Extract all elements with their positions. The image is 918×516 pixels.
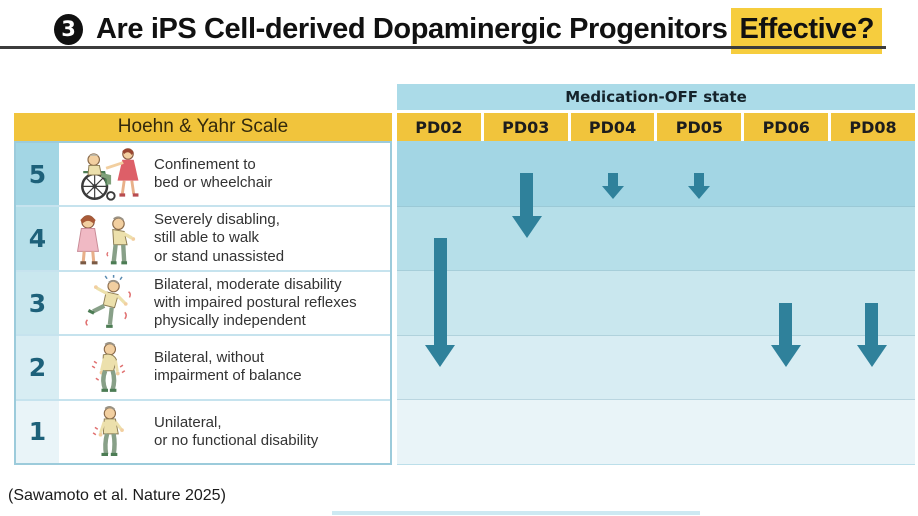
improvement-arrow-PD06 <box>770 302 801 368</box>
stage-band-4 <box>397 205 915 271</box>
citation: (Sawamoto et al. Nature 2025) <box>8 487 226 504</box>
stage-band-5 <box>397 141 915 206</box>
improvement-arrow-PD05 <box>688 173 711 200</box>
patient-header-cell: PD04 <box>570 113 655 141</box>
scale-level: 3 <box>16 271 62 335</box>
assisted-couple-icon <box>62 207 154 269</box>
standing-person-icon <box>62 401 154 463</box>
title-highlight: Effective? <box>731 7 883 54</box>
scale-table: 5 <box>14 141 392 465</box>
medication-off-header: Medication-OFF state <box>397 84 915 112</box>
improvement-arrow-PD03 <box>511 173 542 238</box>
scale-level: 5 <box>16 143 62 206</box>
patient-header-cell: PD05 <box>657 113 742 141</box>
bottom-accent-line <box>332 511 700 515</box>
improvement-arrow-PD08 <box>856 302 887 368</box>
scale-row-5: 5 <box>16 143 390 206</box>
scale-row-4: 4 Severely disablin <box>16 205 390 270</box>
slide-number-badge: 3 <box>54 13 83 45</box>
improvement-arrow-PD02 <box>425 237 456 368</box>
patient-header-cell: PD02 <box>397 113 481 141</box>
scale-level: 4 <box>16 207 62 270</box>
scale-description: Bilateral, moderate disability with impa… <box>154 275 357 330</box>
scale-description: Bilateral, without impairment of balance <box>154 349 302 385</box>
title-underline <box>0 46 886 49</box>
page-title: Are iPS Cell-derived Dopaminergic Progen… <box>96 7 883 54</box>
scale-description: Severely disabling, still able to walk o… <box>154 211 285 265</box>
scale-level: 2 <box>16 336 62 399</box>
patient-header-cell: PD08 <box>831 113 915 141</box>
scale-row-1: 1 Unilateral, or no functional disabilit… <box>16 398 390 464</box>
stage-band-1 <box>397 399 915 464</box>
stage-band-2 <box>397 334 915 400</box>
stooped-person-icon <box>62 336 154 398</box>
scale-row-3: 3 Bilateral, moderate disability with im… <box>16 269 390 335</box>
title-text: Are iPS Cell-derived Dopaminergic Progen… <box>96 12 728 45</box>
scale-header: Hoehn & Yahr Scale <box>14 113 392 141</box>
stage-band-3 <box>397 270 915 335</box>
scale-row-2: 2 Bilateral, without impairment of balan… <box>16 334 390 399</box>
falling-person-icon <box>62 272 154 334</box>
stage-grid <box>397 141 915 465</box>
patient-header-cell: PD03 <box>483 113 568 141</box>
person-in-wheelchair-icon <box>62 143 154 205</box>
scale-description: Confinement to bed or wheelchair <box>154 155 273 192</box>
title-bar: 3 Are iPS Cell-derived Dopaminergic Prog… <box>54 6 883 54</box>
patient-header-cell: PD06 <box>744 113 829 141</box>
scale-level: 1 <box>16 400 62 464</box>
scale-description: Unilateral, or no functional disability <box>154 413 319 449</box>
improvement-arrow-PD04 <box>601 173 624 200</box>
